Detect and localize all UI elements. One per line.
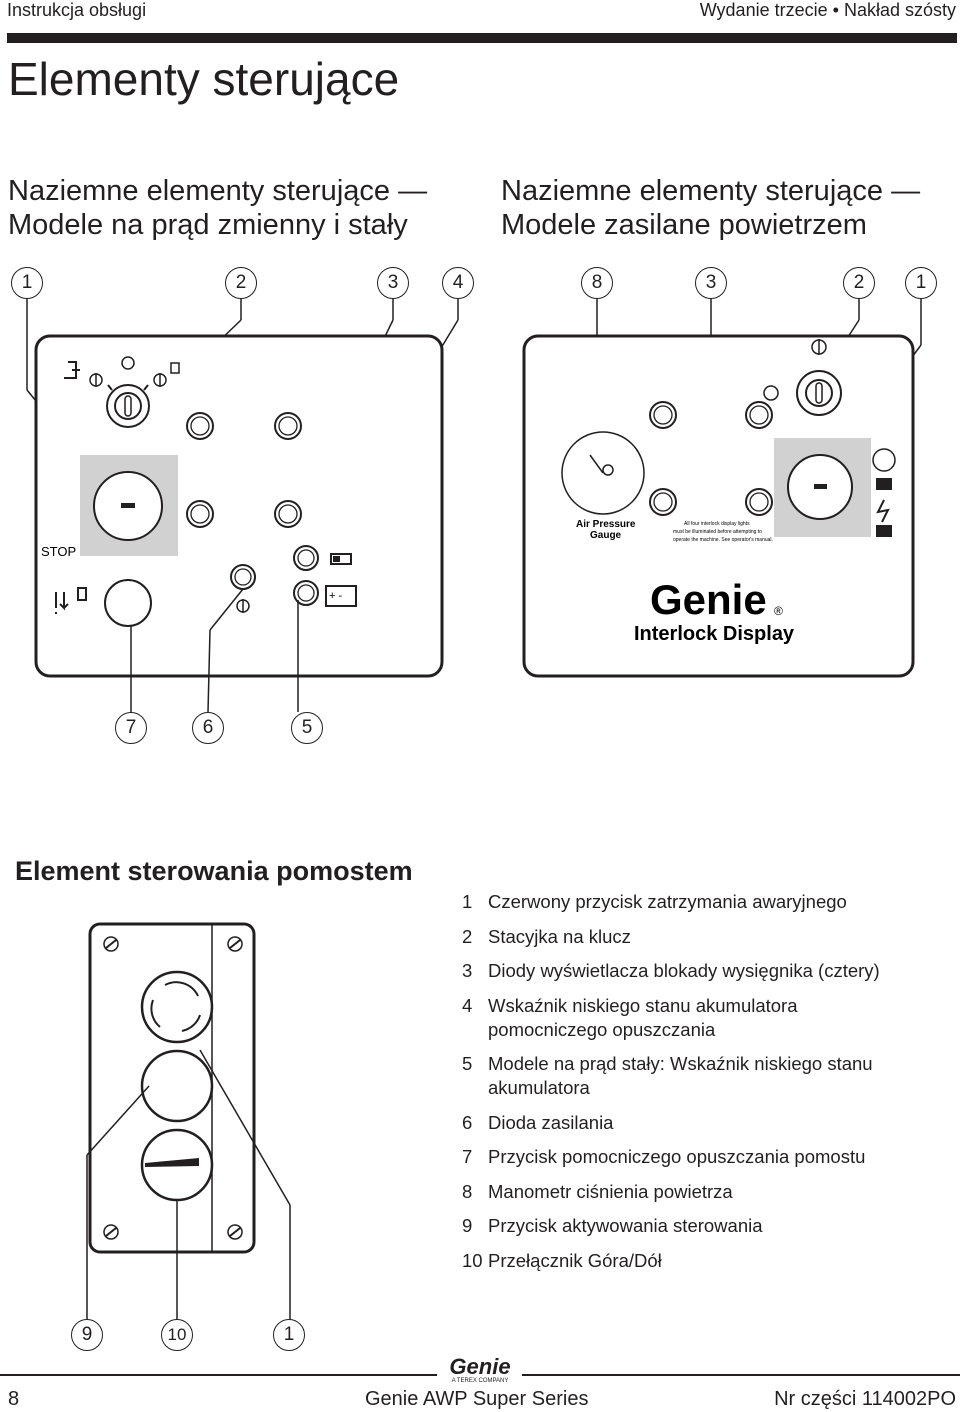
callout-4: 4: [442, 267, 474, 299]
section-title-air-line1: Naziemne elementy sterujące —: [501, 175, 921, 207]
header-edition-text: Wydanie trzecie: [699, 0, 828, 20]
air-gauge-label-1: Air Pressure: [576, 519, 636, 530]
callout-5: 5: [291, 712, 323, 744]
section-title-air: Naziemne elementy sterujące — Modele zas…: [501, 174, 920, 242]
footer-part-number: Nr części 114002PO: [774, 1388, 956, 1410]
header-edition: Wydanie trzecie • Nakład szósty: [700, 0, 956, 21]
interlock-note-1: All four interlock display lights: [684, 521, 750, 527]
header-print-text: Nakład szósty: [843, 0, 956, 20]
callout-1-air: 1: [905, 267, 937, 299]
callout-9: 9: [71, 1319, 103, 1351]
callout-2-air: 2: [843, 267, 875, 299]
footer-genie-logo: Genie A TEREX COMPANY: [449, 1354, 511, 1385]
interlock-display-label: Interlock Display: [634, 623, 795, 645]
ground-controls-diagram: STOP + -: [26, 299, 922, 713]
page-number: 8: [8, 1388, 20, 1410]
section-title-platform: Element sterowania pomostem: [15, 856, 413, 886]
callout-2: 2: [225, 267, 257, 299]
section-title-ac-dc-line1: Naziemne elementy sterujące —: [8, 175, 428, 207]
registered-mark: ®: [774, 604, 783, 618]
section-title-air-line2: Modele zasilane powietrzem: [501, 209, 867, 241]
interlock-note-2: must be illuminated before attempting to: [673, 529, 762, 535]
page-title: Elementy sterujące: [8, 53, 400, 105]
callout-10: 10: [161, 1319, 193, 1351]
header-rule: [7, 33, 957, 43]
footer-rule-right: [522, 1374, 960, 1376]
callout-3: 3: [377, 267, 409, 299]
genie-logo-panel: Genie: [650, 576, 767, 623]
stop-label: STOP: [41, 544, 76, 559]
callout-6: 6: [192, 712, 224, 744]
platform-control-diagram: [86, 922, 291, 1320]
section-title-ac-dc: Naziemne elementy sterujące — Modele na …: [8, 174, 427, 242]
interlock-note-3: operate the machine. See operator's manu…: [673, 537, 773, 543]
callout-7: 7: [115, 712, 147, 744]
footer-rule-left: [0, 1374, 437, 1376]
battery-plus-minus: + -: [329, 590, 342, 602]
section-title-ac-dc-line2: Modele na prąd zmienny i stały: [8, 209, 408, 241]
callout-1-platform: 1: [273, 1319, 305, 1351]
footer-product: Genie AWP Super Series: [365, 1388, 589, 1410]
header-bullet: •: [832, 0, 839, 20]
callout-1: 1: [11, 267, 43, 299]
air-gauge-label-2: Gauge: [590, 530, 622, 541]
callout-8: 8: [581, 267, 613, 299]
header-manual-name: Instrukcja obsługi: [7, 0, 147, 20]
callout-3-air: 3: [695, 267, 727, 299]
